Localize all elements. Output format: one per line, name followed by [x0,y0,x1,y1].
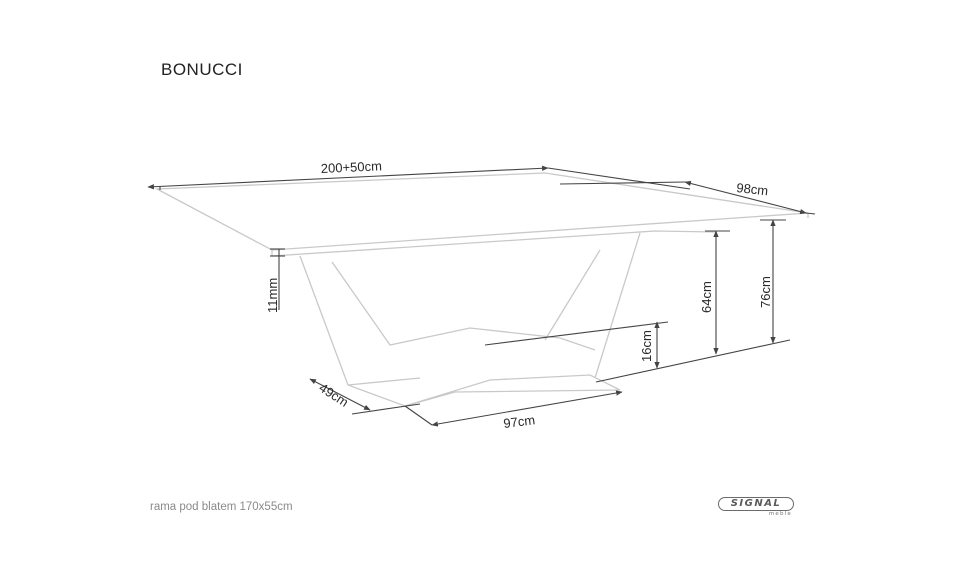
table-top [154,172,809,251]
label-depth: 98cm [736,180,769,198]
label-base-depth: 49cm [316,380,351,410]
label-frame-height: 64cm [699,281,714,313]
logo-badge [718,497,794,511]
dim-line-base-width [431,390,623,427]
base-right-leg [594,232,641,379]
dim-line-length [147,165,549,190]
dim-line-depth [684,180,807,215]
label-length: 200+50cm [320,158,382,176]
logo-word: SIGNAL [730,498,782,509]
dim-line-base-depth [309,378,371,411]
label-top-thickness: 11mm [265,278,280,313]
label-base-width: 97cm [503,412,536,431]
product-title: BONUCCI [161,60,243,79]
label-total-height: 76cm [758,276,773,308]
label-base-height: 16cm [639,330,654,362]
base-left-leg [299,255,621,407]
logo-subtitle: meble [768,511,792,517]
dimension-lines [147,165,816,427]
frame-size-note: rama pod blatem 170x55cm [150,501,293,513]
signal-logo: SIGNAL meble [718,497,796,519]
